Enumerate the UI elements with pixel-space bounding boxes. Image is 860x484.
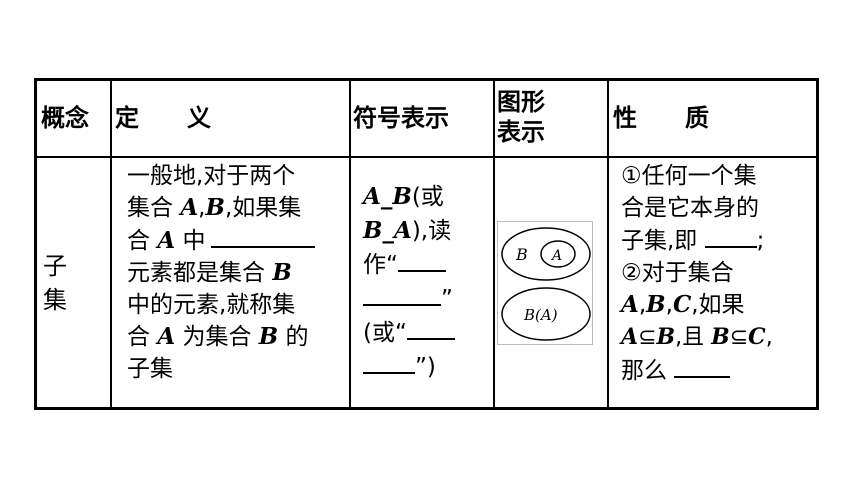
- concept-cell: 子 集: [43, 249, 67, 317]
- header-figure-line2: 表示: [497, 118, 545, 146]
- column-divider: [349, 81, 351, 407]
- symbol-line: ”: [363, 282, 491, 316]
- definition-line: 一般地,对于两个: [127, 163, 296, 189]
- definition-line: 中的元素,就称集: [127, 292, 296, 318]
- definition-line: 子集: [127, 356, 173, 382]
- symbol-line: 作“: [363, 248, 491, 282]
- symbol-line: (或“: [363, 316, 491, 350]
- symbol-line: A_B(或: [363, 183, 444, 210]
- answer-blank[interactable]: [363, 350, 415, 374]
- symbol-line: ”): [363, 350, 491, 384]
- label-b: B: [515, 245, 528, 264]
- header-divider: [37, 156, 816, 158]
- header-definition: 定 义: [115, 104, 211, 132]
- set-equal-ellipse: [501, 287, 591, 341]
- answer-blank[interactable]: [363, 282, 441, 306]
- definition-cell: 一般地,对于两个 集合 A,B,如果集 合 A 中 元素都是集合 B 中的元素,…: [127, 160, 345, 385]
- answer-blank[interactable]: [211, 224, 316, 248]
- property-line: 子集,即 ;: [621, 224, 817, 257]
- answer-blank[interactable]: [704, 224, 757, 248]
- venn-figure: B A B(A): [497, 221, 593, 345]
- header-figure: 图形 表示: [497, 87, 545, 147]
- header-property: 性 质: [613, 104, 709, 132]
- header-figure-line1: 图形: [497, 88, 545, 116]
- property-line: 那么: [621, 354, 817, 387]
- column-divider: [493, 81, 495, 407]
- property-line: ②对于集合: [621, 260, 734, 286]
- definition-line: 合 A 中: [127, 224, 345, 257]
- definition-line: 合 A 为集合 B 的: [127, 323, 309, 350]
- answer-blank[interactable]: [397, 248, 446, 272]
- header-symbol: 符号表示: [353, 104, 449, 132]
- answer-blank[interactable]: [406, 316, 455, 340]
- set-a-ellipse: [540, 240, 576, 268]
- symbol-cell: A_B(或 B_A),读 作“ ” (或“ ”): [363, 180, 491, 384]
- header-concept: 概念: [41, 104, 89, 132]
- subset-table: 概念 定 义 符号表示 图形 表示 性 质 子 集 一般地,对于两个 集合 A,…: [34, 78, 819, 410]
- property-line: ①任何一个集: [621, 163, 757, 189]
- definition-line: 元素都是集合 B: [127, 259, 292, 286]
- definition-line: 集合 A,B,如果集: [127, 194, 302, 221]
- set-b-ellipse: [501, 227, 591, 281]
- column-divider: [607, 81, 609, 407]
- property-line: A⊆B,且 B⊆C,: [621, 324, 773, 350]
- label-a: A: [550, 248, 562, 264]
- concept-char: 子: [43, 252, 67, 280]
- answer-blank[interactable]: [674, 354, 731, 378]
- property-line: A,B,C,如果: [621, 291, 745, 318]
- label-b-a: B(A): [523, 306, 558, 324]
- venn-diagram: B A B(A): [501, 227, 591, 341]
- symbol-line: B_A),读: [363, 217, 452, 244]
- property-cell: ①任何一个集 合是它本身的 子集,即 ; ②对于集合 A,B,C,如果 A⊆B,…: [621, 160, 817, 387]
- column-divider: [110, 81, 112, 407]
- property-line: 合是它本身的: [621, 195, 759, 221]
- concept-char: 集: [43, 286, 67, 314]
